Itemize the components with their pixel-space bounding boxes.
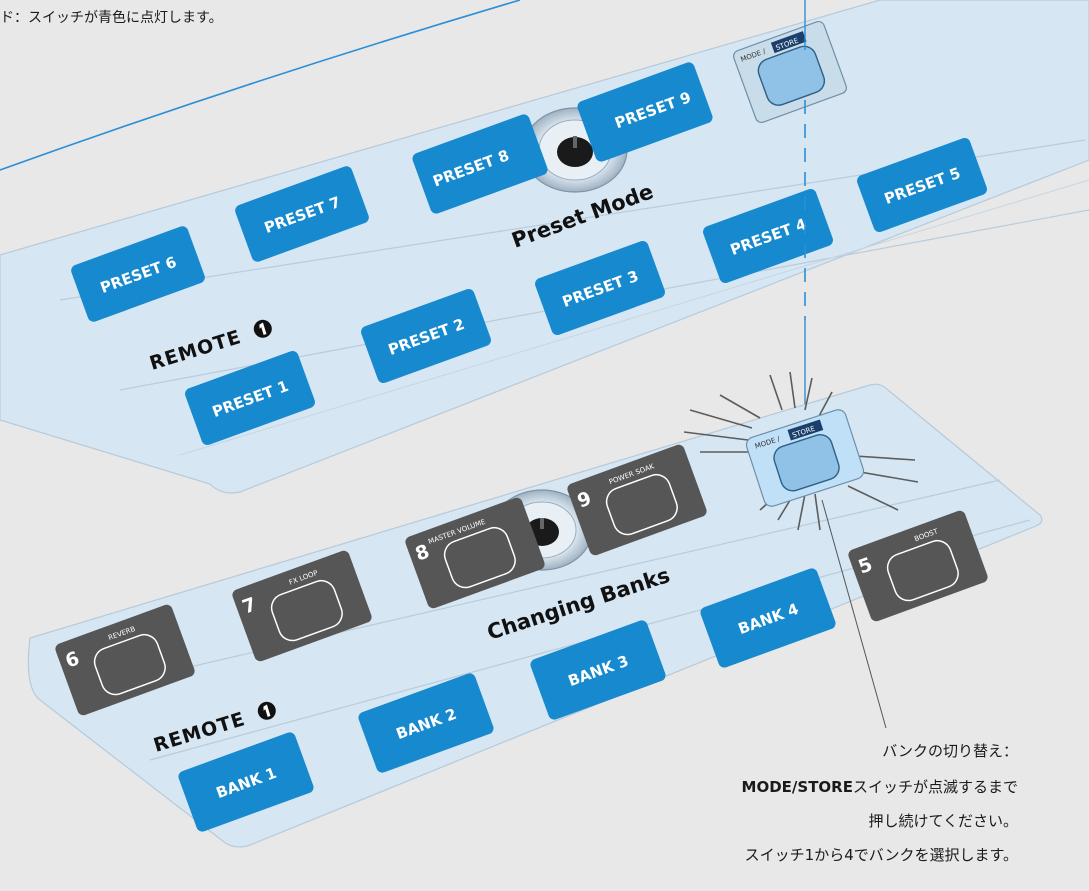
callout-line-3: 押し続けてください。 [868,812,1018,830]
bank-rail-1 [89,479,1001,691]
function-switch-8[interactable]: 8 MASTER VOLUME [404,496,547,610]
callout-line-4: スイッチ1から4でバンクを選択します。 [745,846,1018,864]
callout-line-2: MODE/STOREスイッチが点滅するまで [742,778,1018,796]
preset-button-8[interactable]: PRESET 8 [411,113,549,216]
bank-button-1[interactable]: BANK 1 [177,731,315,834]
preset-button-9[interactable]: PRESET 9 [576,61,714,164]
bank-button-3[interactable]: BANK 3 [529,619,667,722]
knob-icon [557,137,593,167]
function-switch-6[interactable]: 6 REVERB [54,603,197,717]
preset-store-badge [770,31,807,54]
bank-panel: MODE / STORE 6 REVERB 7 FX LOOP 8 [27,371,1043,848]
callout-line-1: バンクの切り替え： [882,742,1018,760]
bank-button-4[interactable]: BANK 4 [699,567,837,670]
preset-button-3[interactable]: PRESET 3 [533,239,666,336]
preset-rail-3 [179,179,1089,456]
preset-button-5[interactable]: PRESET 5 [855,136,988,233]
bank-store-badge [787,419,824,441]
callout: バンクの切り替え： MODE/STOREスイッチが点滅するまで 押し続けてくださ… [742,742,1018,864]
callout-leader-line [821,499,887,729]
remote-one-badge-icon [253,319,272,338]
callout-line-2-rest: スイッチが点滅するまで [853,778,1018,796]
preset-mode-store-switch[interactable]: MODE / STORE [732,20,848,124]
preset-button-2[interactable]: PRESET 2 [359,287,492,384]
preset-panel: MODE / STORE PRESET 1 PRESET 2 PRESET 3 … [0,0,1089,494]
top-leader-line [0,0,521,171]
preset-button-4[interactable]: PRESET 4 [701,187,834,284]
preset-button-7[interactable]: PRESET 7 [233,165,370,264]
preset-button-1[interactable]: PRESET 1 [183,349,316,446]
top-caption: ド：スイッチが青色に点灯します。 [0,9,223,26]
preset-button-6[interactable]: PRESET 6 [69,225,206,324]
bank-remote-one-badge-icon [257,701,276,720]
function-switch-9[interactable]: 9 POWER SOAK [566,443,709,557]
callout-line-2-bold: MODE/STORE [742,778,853,796]
bank-mode-store-switch[interactable]: MODE / STORE [744,408,865,509]
bank-button-2[interactable]: BANK 2 [357,672,495,775]
function-switch-7[interactable]: 7 FX LOOP [231,549,374,663]
function-switch-5[interactable]: 5 BOOST [847,509,990,623]
